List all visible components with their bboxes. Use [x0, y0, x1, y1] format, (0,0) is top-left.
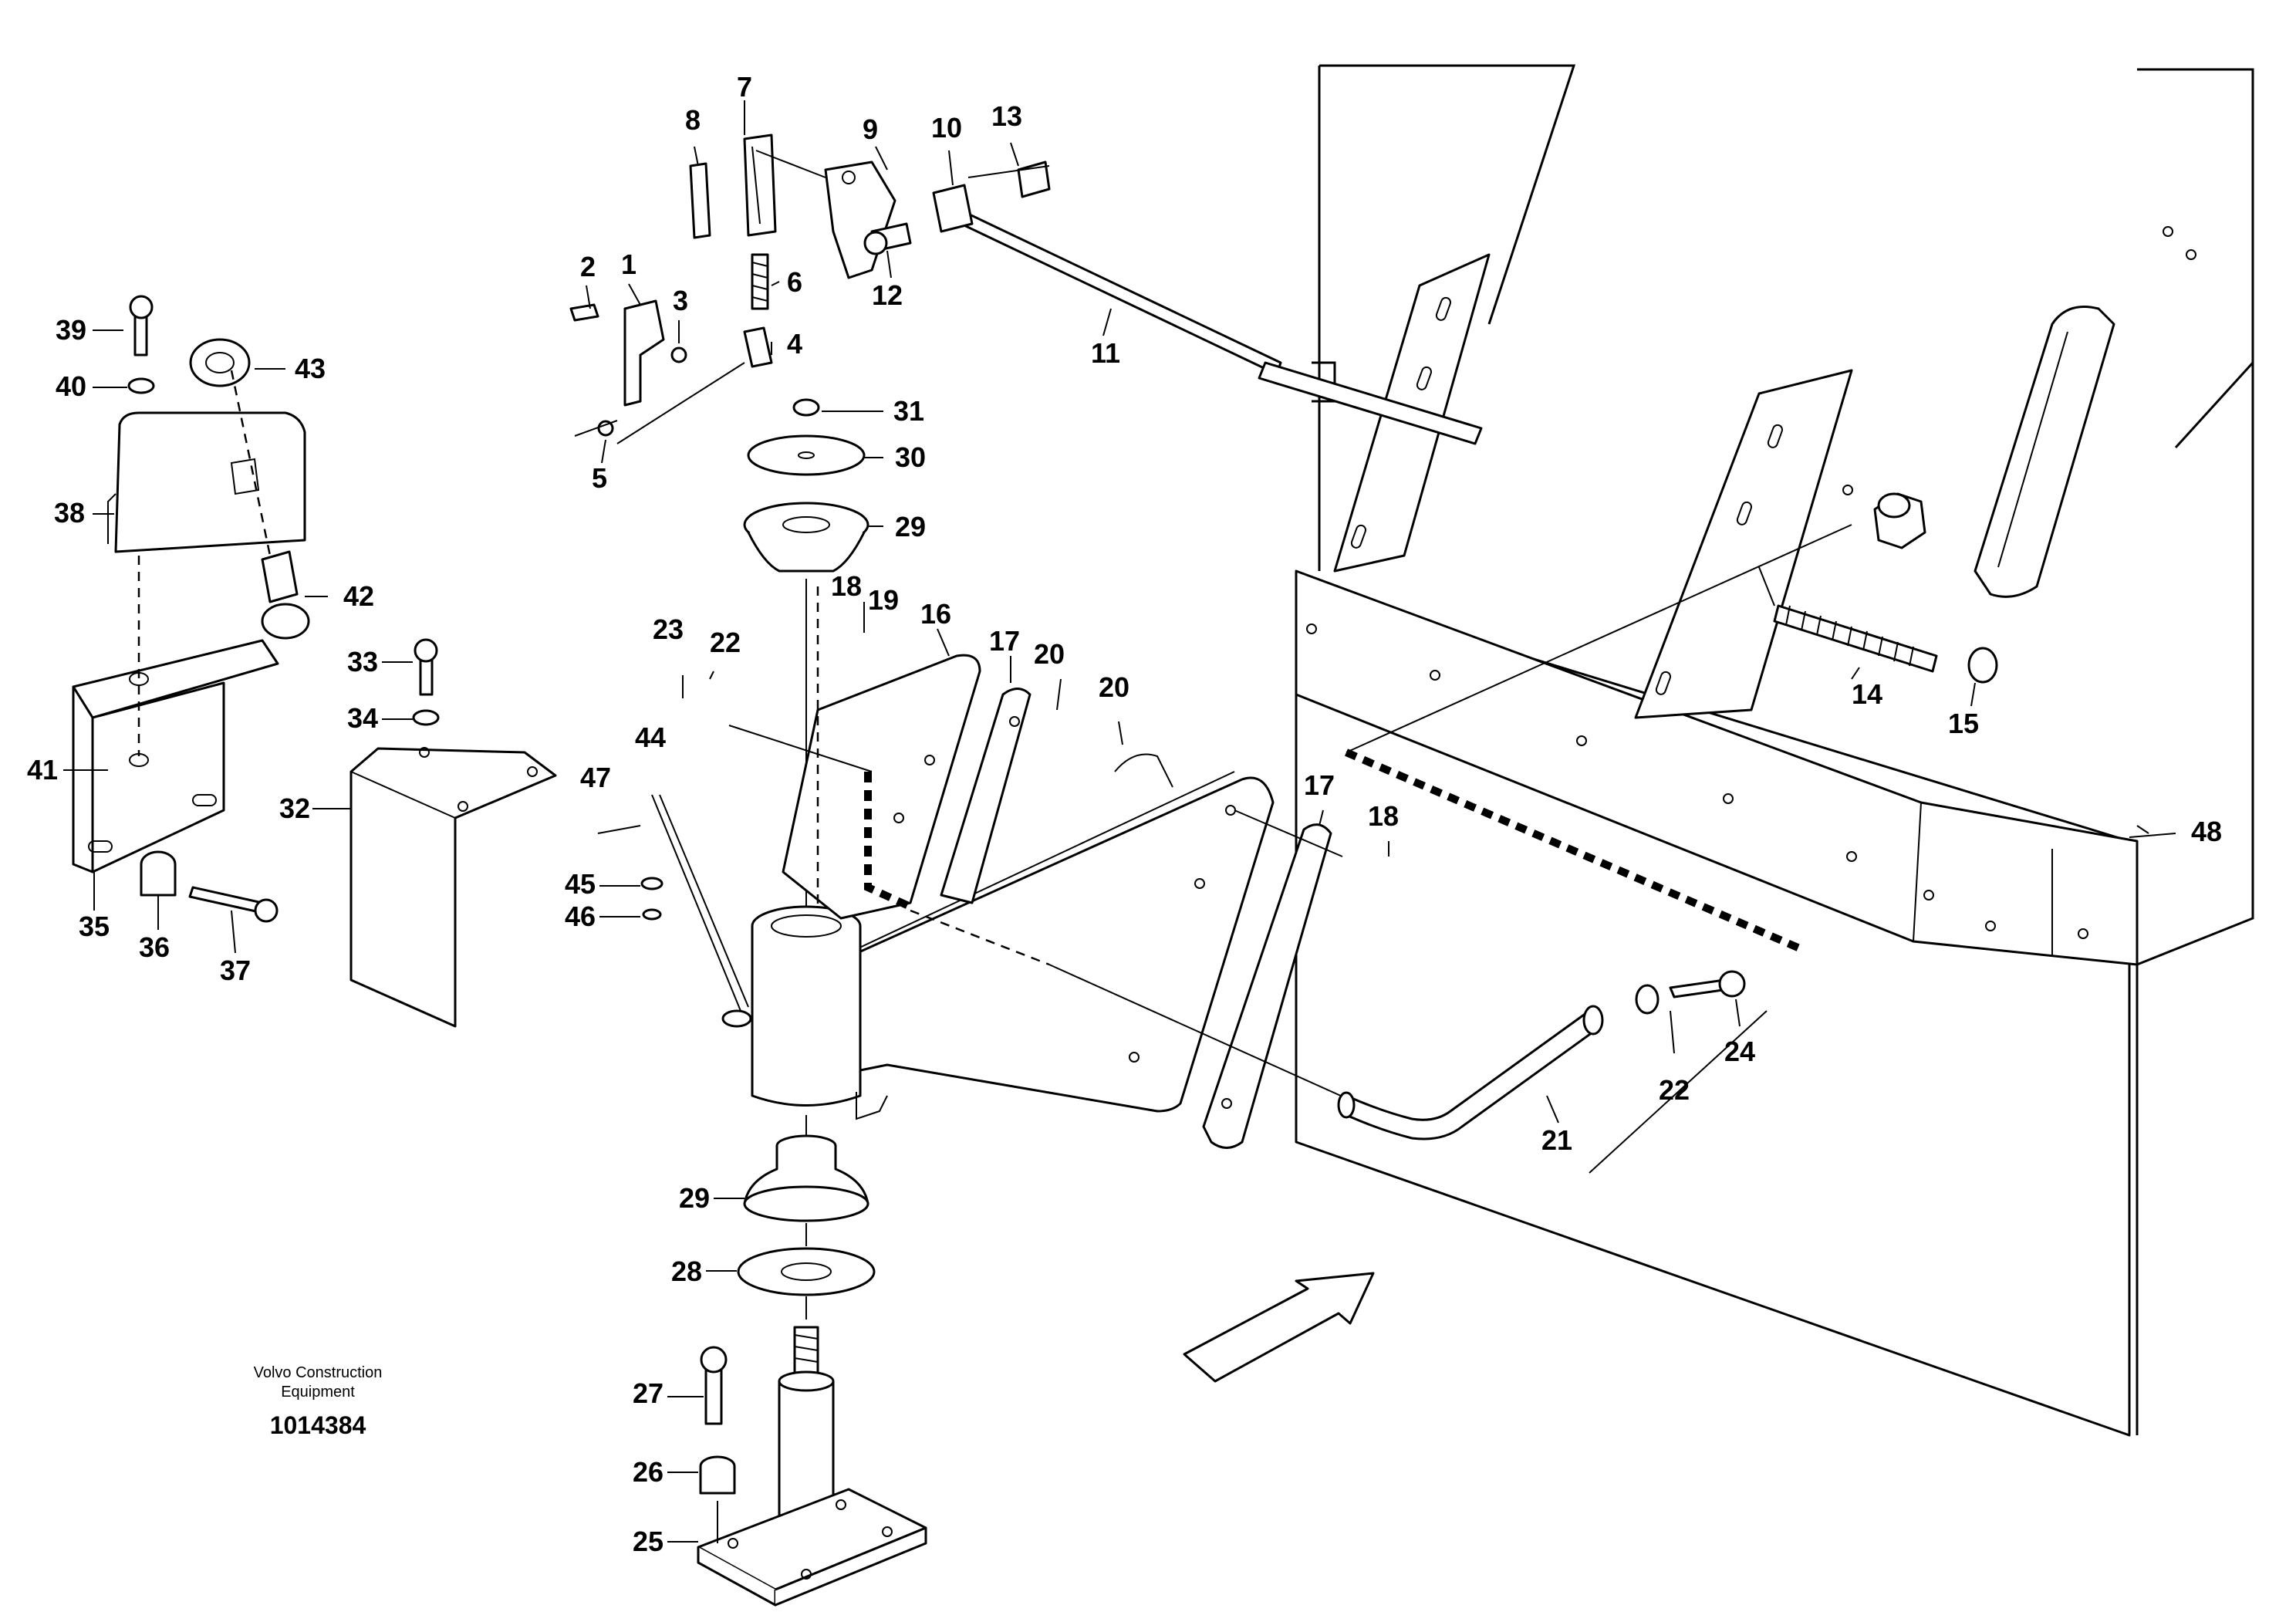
- callout-22-upper: 22: [710, 627, 741, 658]
- callout-32: 32: [279, 792, 310, 824]
- callout-20-upper: 20: [1034, 638, 1065, 670]
- callout-33: 33: [347, 646, 378, 678]
- callout-7: 7: [737, 71, 752, 103]
- callout-1: 1: [621, 248, 636, 280]
- callout-47: 47: [580, 762, 611, 793]
- callout-20-lower: 20: [1099, 671, 1129, 703]
- callout-29-upper: 29: [895, 511, 926, 542]
- callout-31: 31: [893, 395, 924, 427]
- callout-16: 16: [920, 598, 951, 630]
- callout-22-lower: 22: [1659, 1074, 1690, 1106]
- callout-25: 25: [633, 1526, 663, 1557]
- label-ticks: [63, 329, 883, 1543]
- callout-14: 14: [1852, 678, 1882, 710]
- callout-12: 12: [872, 279, 903, 311]
- callout-24: 24: [1724, 1036, 1755, 1067]
- callout-8: 8: [685, 104, 701, 136]
- manufacturer-line-1: Volvo Construction: [254, 1364, 383, 1381]
- linkage-upper: [569, 133, 1483, 445]
- callout-5: 5: [592, 462, 607, 494]
- callout-17-upper: 17: [989, 625, 1020, 657]
- callout-29-lower: 29: [679, 1182, 710, 1214]
- callout-15: 15: [1948, 708, 1979, 739]
- credit-block: Volvo Construction Equipment 1014384: [254, 1364, 383, 1439]
- lower-column-parts: [597, 794, 927, 1607]
- callout-4: 4: [787, 328, 802, 360]
- callout-43: 43: [295, 353, 326, 384]
- callout-44: 44: [635, 721, 666, 753]
- callout-36: 36: [139, 931, 170, 963]
- callout-3: 3: [673, 285, 688, 316]
- callout-13: 13: [991, 100, 1022, 132]
- callout-17-lower: 17: [1304, 769, 1335, 801]
- callout-48: 48: [2191, 816, 2222, 847]
- left-brackets: [72, 295, 557, 1028]
- callout-37: 37: [220, 955, 251, 986]
- callout-2: 2: [580, 251, 596, 282]
- callout-21: 21: [1541, 1124, 1572, 1156]
- callout-42: 42: [343, 580, 374, 612]
- callout-27: 27: [633, 1377, 663, 1409]
- callout-9: 9: [863, 113, 878, 145]
- callout-26: 26: [633, 1456, 663, 1488]
- callout-18-upper: 18: [831, 570, 862, 602]
- tube-and-spring: [1337, 492, 1998, 1140]
- callout-19: 19: [868, 584, 899, 616]
- callout-35: 35: [79, 911, 110, 942]
- callout-6: 6: [787, 266, 802, 298]
- callout-39: 39: [56, 314, 86, 346]
- machine-body-48: [1295, 64, 2254, 1437]
- callout-38: 38: [54, 497, 85, 529]
- manufacturer-line-2: Equipment: [281, 1384, 355, 1401]
- leader-lines: [586, 100, 2176, 1124]
- document-number: 1014384: [270, 1411, 366, 1439]
- callout-10: 10: [931, 112, 962, 144]
- callout-46: 46: [565, 901, 596, 932]
- callout-45: 45: [565, 868, 596, 900]
- callout-28: 28: [671, 1255, 702, 1287]
- callout-11: 11: [1091, 337, 1120, 369]
- callout-41: 41: [27, 754, 58, 786]
- direction-arrow: [1183, 1272, 1375, 1383]
- callout-23: 23: [653, 613, 684, 645]
- callout-30: 30: [895, 441, 926, 473]
- callout-34: 34: [347, 702, 378, 734]
- callout-40: 40: [56, 370, 86, 402]
- callout-labels: 1 2 3 4 5 6 7 8 9 10 11 12 13 14 15 16 1…: [27, 71, 2222, 1557]
- central-column: [728, 398, 1852, 1174]
- callout-18-lower: 18: [1368, 800, 1399, 832]
